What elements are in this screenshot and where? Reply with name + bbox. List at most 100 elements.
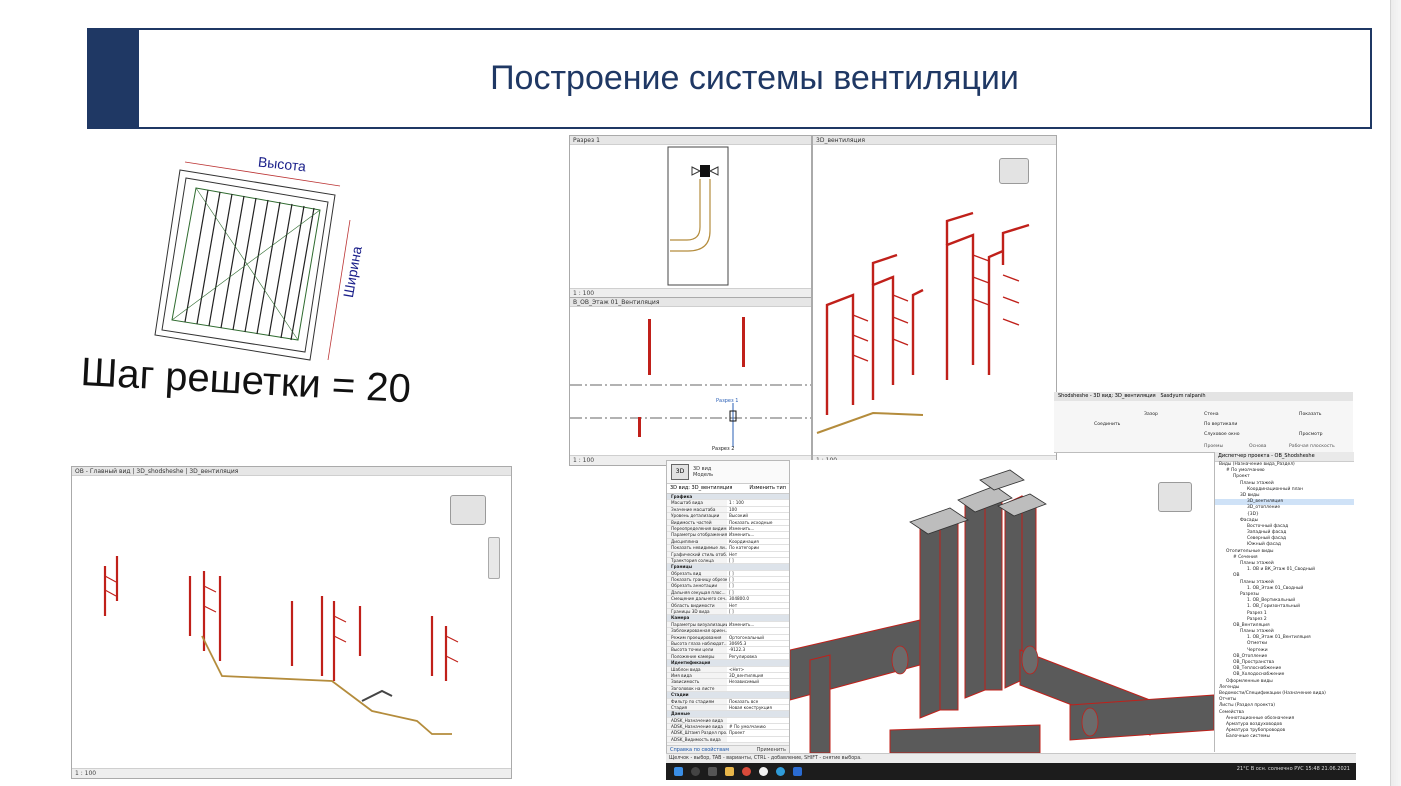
property-value[interactable]	[727, 736, 789, 743]
threed-view-overview[interactable]: ОВ - Главный вид | 3D_shodsheshe | 3D_ве…	[71, 466, 512, 779]
browser-tree-item[interactable]: Виды (Назначение вида_Раздел)	[1219, 462, 1295, 467]
property-value[interactable]: -9122.3	[727, 647, 789, 653]
browser-tree-item[interactable]: Аннотационные обозначения	[1226, 715, 1295, 721]
edit-type-button[interactable]: Изменить тип	[749, 485, 786, 491]
browser-tree-item[interactable]: ОВ_Вентиляция	[1233, 622, 1270, 628]
threed-view-tab[interactable]: 3D_вентиляция	[813, 136, 1056, 145]
property-value[interactable]: 100	[727, 506, 789, 513]
ribbon-user[interactable]: Sasdyum ralpanih	[1160, 393, 1206, 399]
properties-help-link[interactable]: Справка по свойствам	[670, 747, 729, 753]
browser-tree-item[interactable]: Проект	[1233, 474, 1250, 480]
property-value[interactable]: Изменить...	[727, 532, 789, 538]
property-category[interactable]: Идентификация	[667, 660, 789, 667]
browser-tree-item[interactable]: Планы этажей	[1240, 561, 1274, 566]
property-value[interactable]: Независимый	[727, 679, 789, 685]
navigation-bar[interactable]	[488, 537, 500, 579]
property-value[interactable]: [ ]	[727, 609, 789, 615]
property-category[interactable]: Графика	[667, 494, 789, 501]
property-value[interactable]: Изменить...	[727, 525, 789, 532]
browser-tree-item[interactable]: Листы (Раздел проекта)	[1219, 703, 1275, 709]
browser-tree-item[interactable]: Координационный план	[1247, 486, 1303, 492]
property-value[interactable]: Показать исходные	[727, 519, 789, 525]
section-view[interactable]: Разрез 1 1 : 100	[569, 135, 812, 299]
property-value[interactable]: [ ]	[727, 570, 789, 577]
browser-tree-item[interactable]: Разрез 1	[1247, 610, 1267, 616]
browser-tree-item[interactable]: Планы этажей	[1240, 629, 1274, 635]
property-value[interactable]: # По умолчанию	[727, 724, 789, 730]
explorer-icon[interactable]	[725, 767, 734, 776]
browser-tree-item[interactable]: Балочные системы	[1226, 734, 1270, 740]
property-value[interactable]: <Нет>	[727, 666, 789, 672]
browser-tree-item[interactable]: ОВ_Пространства	[1233, 660, 1275, 665]
start-icon[interactable]	[674, 767, 683, 776]
browser-tree-item[interactable]: Южный фасад	[1247, 542, 1281, 548]
browser-tree-item[interactable]: Арматура трубопроводов	[1226, 728, 1286, 734]
property-value[interactable]: Нет	[727, 602, 789, 609]
browser-tree-item[interactable]: Ведомости/Спецификации (Назначение вида)	[1219, 690, 1326, 696]
browser-tree-item[interactable]: # По умолчанию	[1226, 468, 1265, 474]
property-value[interactable]: 30695.3	[727, 640, 789, 647]
viewcube-icon[interactable]	[450, 495, 486, 525]
section-view-tab[interactable]: Разрез 1	[570, 136, 811, 145]
threed-view-top[interactable]: 3D_вентиляция 1 : 100	[812, 135, 1057, 466]
property-value[interactable]	[727, 685, 789, 692]
browser-tree-item[interactable]: Отметки	[1247, 641, 1268, 647]
browser-tree-item[interactable]: ОВ_Отопление	[1233, 653, 1268, 659]
browser-tree-item[interactable]: Семейства	[1219, 709, 1244, 715]
property-value[interactable]: Проект	[727, 730, 789, 736]
property-value[interactable]	[727, 717, 789, 724]
browser-tree-item[interactable]: Арматура воздуховодов	[1226, 721, 1282, 727]
property-value[interactable]: Изменить...	[727, 621, 789, 628]
browser-tree-item[interactable]: 3D_вентиляция	[1215, 499, 1354, 506]
property-category[interactable]: Камера	[667, 615, 789, 622]
browser-tree-item[interactable]: {3D}	[1247, 511, 1259, 517]
property-category[interactable]: Данные	[667, 711, 789, 718]
property-value[interactable]	[727, 628, 789, 634]
overview-tabs[interactable]: ОВ - Главный вид | 3D_shodsheshe | 3D_ве…	[72, 467, 511, 476]
apply-button[interactable]: Применить	[756, 747, 786, 753]
system-tray[interactable]: 21°C В осн. солнечно РУС 15:48 21.06.202…	[1236, 766, 1350, 772]
properties-selector-value[interactable]: 3D вид: 3D_вентиляция	[670, 485, 733, 491]
browser-tree-item[interactable]: Планы этажей	[1240, 579, 1274, 585]
browser-tree-item[interactable]: Разрезы	[1240, 591, 1259, 597]
property-value[interactable]: Регулировка	[727, 653, 789, 660]
property-value[interactable]: Высокий	[727, 513, 789, 519]
browser-tree-item[interactable]: 3D виды	[1240, 492, 1260, 498]
browser-tree-item[interactable]: Легенды	[1219, 684, 1240, 690]
ribbon-btn-join[interactable]: Соединить	[1094, 422, 1121, 427]
property-value[interactable]: Показать все	[727, 698, 789, 704]
property-value[interactable]: Нет	[727, 551, 789, 557]
property-category[interactable]: Границы	[667, 564, 789, 571]
browser-tree-item[interactable]: Восточный фасад	[1247, 523, 1289, 529]
property-value[interactable]: [ ]	[727, 577, 789, 583]
overview-scale[interactable]: 1 : 100	[72, 768, 511, 778]
ribbon-btn-show[interactable]: Показать	[1299, 412, 1322, 417]
browser-tree-item[interactable]: ОВ_Теплоснабжение	[1233, 666, 1282, 672]
plan-view-tab[interactable]: В_ОВ_Этаж 01_Вентиляция	[570, 298, 811, 307]
viewcube-icon[interactable]	[1158, 482, 1192, 512]
browser-tree-item[interactable]: Западный фасад	[1247, 530, 1287, 536]
yandex-icon[interactable]	[759, 767, 768, 776]
search-icon[interactable]	[691, 767, 700, 776]
browser-tree-item[interactable]: 1. ОВ_Этаж 01_Вентиляция	[1247, 635, 1311, 641]
ribbon-btn-dormer[interactable]: Слуховое окно	[1204, 432, 1240, 437]
ribbon-btn-wall[interactable]: Стена	[1204, 412, 1219, 417]
revit-icon[interactable]	[793, 767, 802, 776]
property-value[interactable]: [ ]	[727, 589, 789, 596]
edge-icon[interactable]	[776, 767, 785, 776]
property-value[interactable]: 3D_вентиляция	[727, 672, 789, 679]
browser-icon[interactable]	[742, 767, 751, 776]
browser-tree-item[interactable]: 1. ОВ и ВК_Этаж 01_Сводный	[1247, 567, 1316, 573]
property-value[interactable]: Координация	[727, 538, 789, 545]
viewcube-icon[interactable]	[999, 158, 1029, 184]
property-value[interactable]: 304800.0	[727, 596, 789, 602]
ribbon-btn-vertical[interactable]: По вертикали	[1204, 422, 1238, 427]
section-view-scale[interactable]: 1 : 100	[570, 288, 811, 298]
browser-tree-item[interactable]: # Сечения	[1233, 554, 1258, 560]
ribbon-btn-gap[interactable]: Зазор	[1144, 412, 1158, 417]
property-value[interactable]: Новая конструкция	[727, 704, 789, 711]
property-value[interactable]: [ ]	[727, 583, 789, 589]
browser-tree-item[interactable]: 3D_отопление	[1247, 505, 1281, 511]
browser-tree-item[interactable]: Фасады	[1240, 517, 1259, 523]
properties-selector[interactable]: 3D вид: 3D_вентиляция Изменить тип	[667, 484, 789, 494]
